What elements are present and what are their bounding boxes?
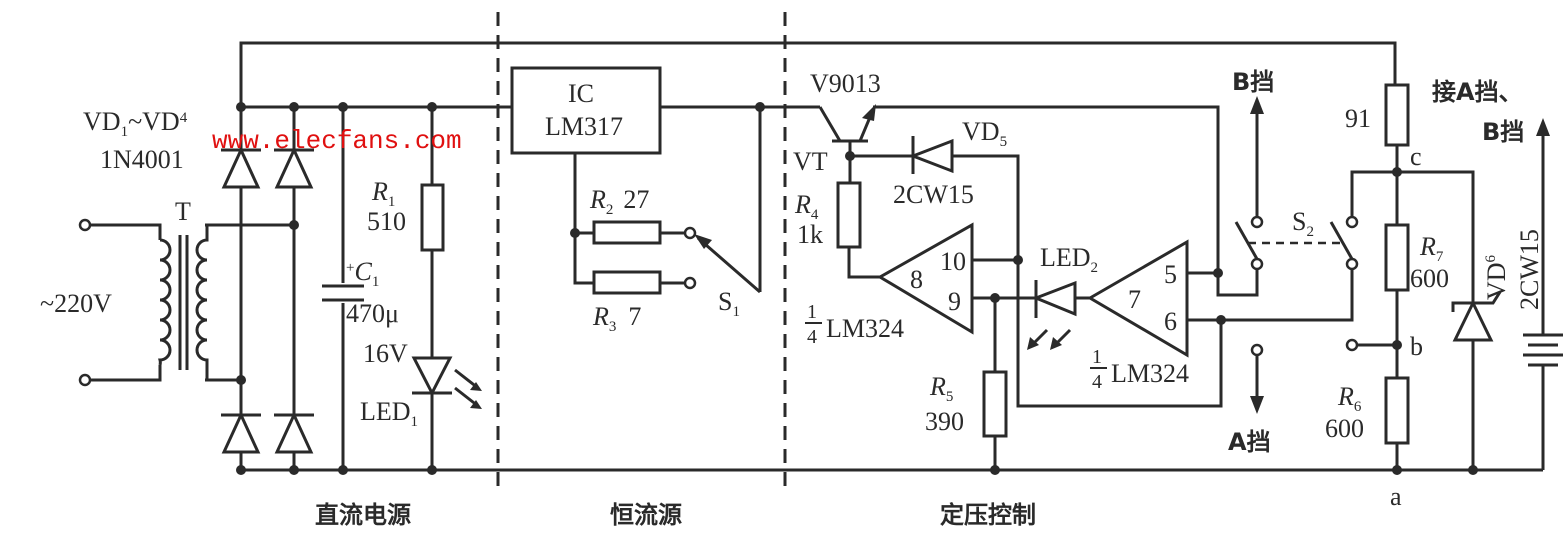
r4-value: 1k: [797, 220, 823, 249]
vd6-part: 2CW15: [1515, 229, 1544, 310]
node-c-label: c: [1410, 142, 1422, 171]
b-range-label: B挡: [1232, 68, 1274, 96]
led1: [411, 356, 482, 409]
svg-text:1: 1: [1092, 346, 1102, 368]
battery-icon: [1523, 333, 1563, 367]
svg-text:2CW15: 2CW15: [1515, 229, 1544, 310]
r6-label: R6: [1337, 382, 1362, 415]
c1-label: +C1: [346, 257, 379, 290]
vd5-part: 2CW15: [893, 180, 974, 209]
section-constant-current: 恒流源: [610, 501, 682, 529]
connect-label-2: B挡: [1482, 118, 1524, 146]
node-a-label: a: [1390, 482, 1402, 511]
connect-label-1: 接A挡、: [1432, 78, 1523, 106]
arrow-down-icon: [1250, 396, 1264, 414]
a-range-label: A挡: [1228, 428, 1271, 456]
watermark: www.elecfans.com: [212, 126, 462, 156]
resistor-91: [1384, 83, 1410, 147]
section-voltage-control: 定压控制: [940, 501, 1036, 529]
bridge-label: VD1~VD4: [83, 107, 188, 140]
r6-value: 600: [1325, 414, 1364, 443]
opamp1-pin-out: 8: [910, 265, 923, 294]
transistor-part: V9013: [810, 69, 881, 98]
opamp2-label: 1 4 LM324: [1090, 346, 1189, 393]
terminals: [78, 215, 1359, 387]
led2-label: LED2: [1040, 243, 1098, 276]
transformer-label: T: [175, 197, 191, 226]
led2: [1027, 280, 1077, 350]
resistor-r6: [1384, 376, 1410, 445]
resistor-r1: [420, 183, 445, 252]
r5-value: 390: [925, 407, 964, 436]
transformer: [90, 223, 209, 382]
arrow-up-icon: [1536, 118, 1550, 136]
r5-label: R5: [929, 372, 953, 405]
zener-vd6: [1451, 291, 1502, 342]
svg-text:4: 4: [1092, 371, 1102, 393]
resistor-r7: [1384, 223, 1410, 292]
s1-label: S1: [718, 287, 740, 320]
arrow-up-icon: [1250, 96, 1264, 114]
r7-label: R7: [1419, 232, 1444, 265]
opamp2-pin-out: 7: [1128, 285, 1141, 314]
resistor-r5: [982, 370, 1008, 438]
opamp1-pin-a: 10: [940, 247, 966, 276]
r7-value: 600: [1410, 264, 1449, 293]
opamp2-pin-a: 5: [1164, 260, 1177, 289]
svg-text:4: 4: [807, 326, 817, 348]
c1-voltage: 16V: [363, 339, 408, 368]
switch-s2: [1234, 221, 1354, 260]
opamp1-label: 1 4 LM324: [805, 301, 904, 348]
opamp2-pin-b: 6: [1164, 307, 1177, 336]
capacitor-c1: [320, 283, 366, 303]
svg-text:1: 1: [807, 301, 817, 323]
bridge-diodes: [221, 146, 314, 454]
r1-value: 510: [367, 207, 406, 236]
c1-value: 470μ: [346, 299, 399, 328]
resistor-r3: [592, 270, 662, 295]
vd6-label: VD6: [1482, 254, 1511, 300]
r4-label: R4: [794, 190, 819, 223]
ic-label: IC: [568, 79, 594, 108]
input-voltage-label: ~220V: [40, 289, 112, 318]
opamp1-pin-b: 9: [948, 287, 961, 316]
svg-text:VD6: VD6: [1482, 254, 1511, 300]
node-b-label: b: [1410, 332, 1423, 361]
svg-text:LM324: LM324: [1111, 359, 1189, 388]
ic-part: LM317: [545, 112, 623, 141]
led1-label: LED1: [360, 397, 418, 430]
transistor-label: VT: [793, 147, 828, 176]
opamp-2: [1087, 239, 1189, 358]
junction-dots: [236, 102, 1478, 475]
resistor-r2: [592, 220, 662, 245]
s2-label: S2: [1292, 207, 1314, 240]
svg-text:LM324: LM324: [826, 314, 904, 343]
resistor-r4: [836, 181, 862, 249]
transistor-vt: [818, 104, 876, 143]
opamp-1: [877, 222, 974, 335]
vd5-label: VD5: [962, 117, 1007, 150]
section-dc-supply: 直流电源: [315, 501, 411, 529]
bridge-part-label: 1N4001: [100, 145, 184, 174]
ic-lm317: [510, 66, 662, 155]
resistor-91-label: 91: [1345, 104, 1371, 133]
zener-vd5: [908, 136, 954, 174]
switch-s1: [694, 234, 761, 294]
r1-label: R1: [371, 177, 395, 210]
